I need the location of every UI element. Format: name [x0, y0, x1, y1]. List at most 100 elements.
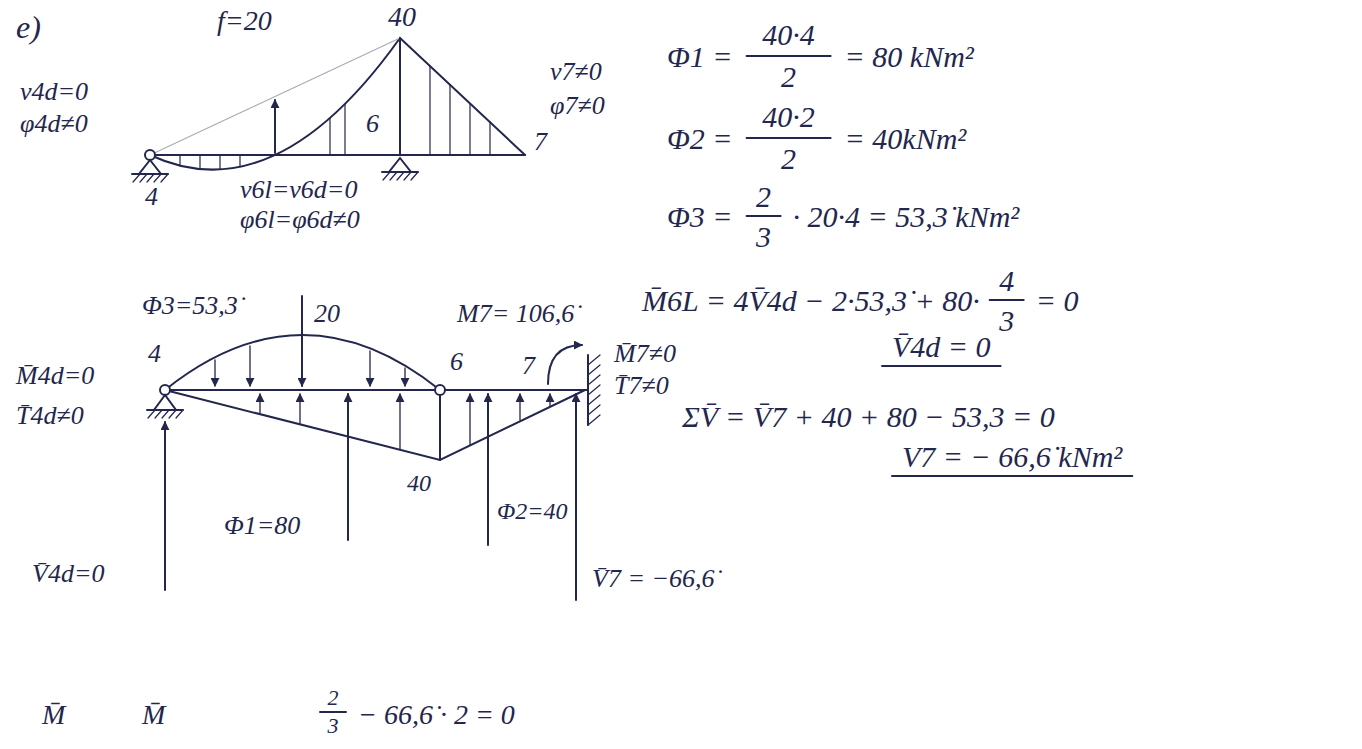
ground-hatch	[383, 172, 418, 180]
moment-arrow	[548, 345, 582, 384]
equation-term: 40·2	[747, 100, 831, 133]
diagram-label: e)	[14, 10, 43, 45]
sag-arrow	[274, 100, 276, 153]
hinge-support	[154, 395, 176, 410]
diagram-label: 6	[364, 110, 381, 139]
diagram-label: f=20	[215, 6, 274, 37]
equation-term: − 66,6̇ · 2 = 0	[356, 700, 517, 731]
chord-line	[150, 38, 400, 155]
beam-axis	[165, 389, 588, 391]
resultant-arrow	[301, 296, 303, 386]
fraction-bar	[320, 711, 346, 713]
fraction-bar	[892, 475, 1132, 477]
load-triangle	[165, 390, 585, 460]
equation-term: = 40kNm²	[843, 122, 969, 155]
fraction-bar	[747, 55, 831, 57]
conjugate-beam	[147, 296, 600, 600]
load-ordinate	[439, 390, 441, 460]
ground-hatch	[133, 174, 168, 182]
load-arrow	[299, 394, 300, 424]
fraction-bar	[882, 365, 1001, 367]
diagram-label: M7= 106,6̇	[455, 300, 576, 329]
equation-term: M̄	[40, 700, 67, 731]
equation-term: 4	[990, 264, 1024, 297]
hatch-line	[489, 122, 490, 155]
hatch-line	[449, 85, 450, 155]
diagram-label: V̄4d=0	[30, 560, 106, 589]
real-beam	[132, 38, 525, 182]
fraction-bar	[990, 299, 1024, 301]
equation-term: 2	[747, 60, 831, 93]
resultant-arrow	[487, 394, 489, 545]
diagram-label: 40	[386, 2, 418, 33]
load-arrow	[214, 360, 215, 386]
load-arrow	[249, 346, 250, 386]
diagram-label: φ7≠0	[548, 92, 607, 121]
fraction-bar	[747, 137, 831, 139]
equation-term: = 0	[1034, 284, 1081, 317]
hatch-line	[429, 66, 430, 155]
diagram-label: φ4d≠0	[18, 110, 90, 139]
inner-hinge	[435, 385, 445, 395]
fraction-bar	[747, 215, 781, 217]
equation-term: 2	[747, 142, 831, 175]
equation-term: 40·4	[747, 18, 831, 51]
load-arrows	[215, 346, 550, 449]
ground-hatch	[148, 410, 183, 418]
diagram-label: φ6l=φ6d≠0	[238, 206, 362, 235]
diagram-label: V̄7 = −66,6̇	[590, 565, 716, 594]
reaction-arrow	[164, 422, 166, 590]
equation-term: ΣV̄ = V̄7 + 40 + 80 − 53,3 = 0	[680, 400, 1057, 433]
load-arrow	[399, 394, 400, 449]
load-arrow	[404, 368, 405, 386]
diagram-label: Φ2=40	[495, 498, 569, 524]
pin-support	[139, 160, 161, 174]
reaction-arrow	[575, 394, 577, 600]
diagram-label: Φ1=80	[222, 512, 302, 541]
diagram-label: T̄7≠0	[612, 372, 671, 401]
equation-term: M̄	[140, 700, 167, 731]
diagram-label: v7≠0	[548, 58, 604, 87]
equation-term: 2	[747, 180, 781, 213]
beam-axis	[150, 154, 525, 156]
hatch-line	[239, 155, 240, 167]
moment-diagram	[150, 38, 525, 170]
diagram-label: 7	[532, 128, 549, 157]
equation-term: · 20·4 = 53,3̇ kNm²	[791, 200, 1022, 233]
equation-term: = 80 kNm²	[843, 40, 976, 73]
hatching	[180, 66, 490, 169]
resultant-arrow	[347, 394, 349, 540]
equation-term: 3	[990, 304, 1024, 337]
wall-hatch	[588, 355, 600, 425]
equation-term: M̄6L = 4V̄4d − 2·53,3̇ + 80·	[640, 284, 982, 317]
diagram-label: Φ3=53,3̇	[140, 292, 240, 321]
equation-lines	[320, 56, 1132, 712]
diagram-label: 7	[520, 352, 537, 381]
load-arrow	[369, 351, 370, 386]
load-arrow	[549, 394, 550, 406]
load-arrow	[469, 394, 470, 445]
equation-term: 2	[320, 686, 346, 710]
equation-term: 3	[747, 220, 781, 253]
equation-term: Φ2 =	[665, 122, 735, 155]
diagram-label: 4	[146, 340, 163, 369]
diagram-label: T̄4d≠0	[14, 402, 86, 431]
hatch-line	[219, 155, 220, 169]
ground-line	[132, 173, 168, 175]
ground-line	[382, 171, 418, 173]
hatch-line	[329, 118, 330, 155]
roller-support	[389, 158, 411, 172]
hatch-line	[469, 104, 470, 156]
hatch-line	[199, 155, 200, 169]
diagram-label: 40	[405, 470, 433, 496]
diagram-label: 20	[312, 300, 342, 329]
diagram-label: M̄7≠0	[612, 340, 678, 369]
diagram-label: v4d=0	[18, 78, 90, 107]
diagram-label: M̄4d=0	[14, 362, 96, 391]
equation-term: Φ1 =	[665, 40, 735, 73]
ground-line	[147, 409, 183, 411]
load-arrow	[259, 394, 260, 413]
diagram-label: v6l=v6d=0	[238, 176, 359, 205]
diagram-label: 6	[448, 348, 465, 377]
